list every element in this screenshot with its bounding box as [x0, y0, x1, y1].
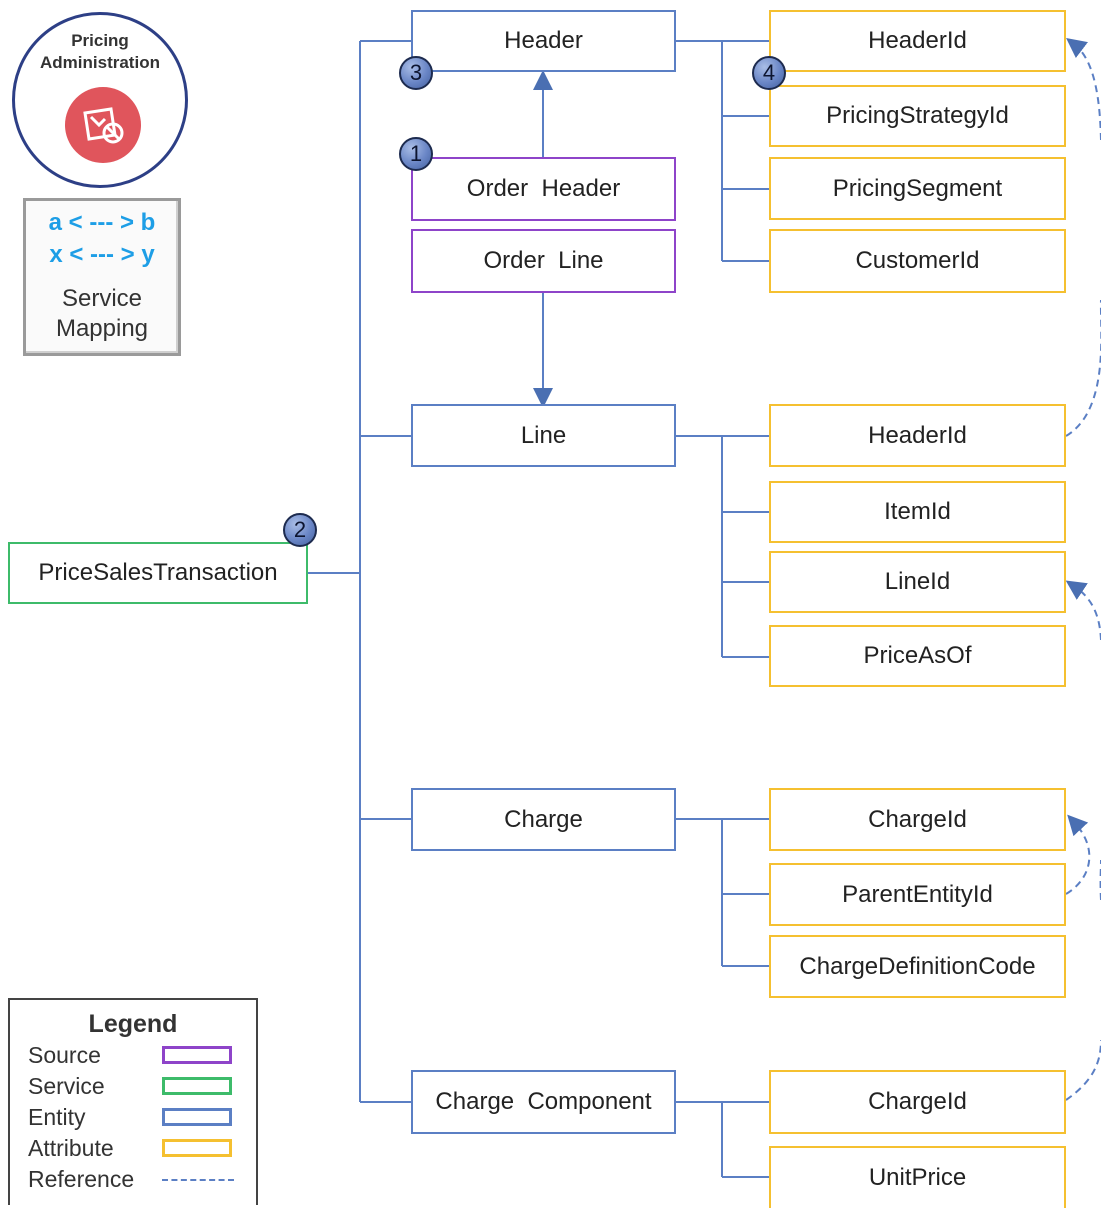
attribute-charge-component-charge-id: ChargeId [769, 1070, 1066, 1134]
attribute-line-line-id: LineId [769, 551, 1066, 613]
legend-title: Legend [88, 1010, 178, 1038]
legend-label-reference: Reference [28, 1166, 135, 1192]
mapping-label-2: Mapping [55, 315, 149, 342]
attribute-line-price-as-of: PriceAsOf [769, 625, 1066, 687]
service-label: PriceSalesTransaction [38, 559, 278, 586]
legend-label-attribute: Attribute [28, 1135, 114, 1161]
entity-line-label: Line [520, 421, 567, 449]
legend-label-service: Service [28, 1073, 105, 1099]
pricing-admin-icon [65, 87, 141, 163]
attribute-header-pricing-strategy-id: PricingStrategyId [769, 85, 1066, 147]
source-order-line-label: Order Line [483, 247, 604, 274]
step-badge-3: 3 [399, 56, 433, 90]
entity-line: Line [411, 404, 676, 467]
entity-header: Header [411, 10, 676, 72]
source-order-header: Order Header [411, 157, 676, 221]
attribute-charge-component-unit-price: UnitPrice [769, 1146, 1066, 1208]
attribute-header-pricing-segment: PricingSegment [769, 157, 1066, 220]
attribute-label: ItemId [884, 498, 951, 525]
attribute-label: UnitPrice [868, 1164, 967, 1191]
attribute-label: ChargeDefinitionCode [799, 952, 1036, 980]
attribute-line-header-id: HeaderId [769, 404, 1066, 467]
entity-charge-component-label: Charge Component [435, 1088, 652, 1115]
attribute-label: PricingStrategyId [826, 102, 1009, 129]
entity-charge-label: Charge [504, 805, 583, 833]
attribute-label: LineId [884, 568, 951, 595]
entity-header-label: Header [504, 27, 583, 54]
legend-swatch-source [162, 1046, 232, 1064]
attribute-label: PricingSegment [832, 174, 1003, 202]
pricing-administration-logo: Pricing Administration [12, 12, 188, 188]
service-price-sales-transaction: PriceSalesTransaction [8, 542, 308, 604]
step-badge-2: 2 [283, 513, 317, 547]
legend-swatch-reference [162, 1179, 234, 1181]
legend-label-source: Source [28, 1042, 101, 1068]
attribute-label: CustomerId [855, 247, 980, 274]
source-order-header-label: Order Header [466, 175, 621, 202]
attribute-label: ParentEntityId [842, 880, 993, 908]
legend-swatch-attribute [162, 1139, 232, 1157]
mapping-row-2: x < --- > y [49, 241, 155, 268]
attribute-header-header-id: HeaderId [769, 10, 1066, 72]
attribute-header-customer-id: CustomerId [769, 229, 1066, 293]
attribute-label: HeaderId [868, 27, 967, 54]
attribute-charge-charge-id: ChargeId [769, 788, 1066, 851]
mapping-label-1: Service [61, 285, 143, 312]
service-mapping-card: a < --- > b x < --- > y Service Mapping [23, 198, 181, 356]
attribute-label: HeaderId [868, 421, 967, 449]
legend-swatch-entity [162, 1108, 232, 1126]
legend-label-entity: Entity [28, 1104, 86, 1130]
entity-charge-component: Charge Component [411, 1070, 676, 1134]
attribute-charge-charge-definition-code: ChargeDefinitionCode [769, 935, 1066, 998]
entity-charge: Charge [411, 788, 676, 851]
attribute-label: ChargeId [868, 1088, 967, 1115]
step-badge-1: 1 [399, 137, 433, 171]
attribute-line-item-id: ItemId [769, 481, 1066, 543]
attribute-label: PriceAsOf [863, 642, 972, 669]
legend: Legend Source Service Entity Attribute R… [8, 998, 258, 1205]
legend-swatch-service [162, 1077, 232, 1095]
attribute-label: ChargeId [868, 805, 967, 833]
logo-line-1: Pricing [71, 31, 129, 50]
logo-line-2: Administration [40, 53, 160, 72]
source-order-line: Order Line [411, 229, 676, 293]
mapping-row-1: a < --- > b [48, 209, 156, 236]
step-badge-4: 4 [752, 56, 786, 90]
attribute-charge-parent-entity-id: ParentEntityId [769, 863, 1066, 926]
